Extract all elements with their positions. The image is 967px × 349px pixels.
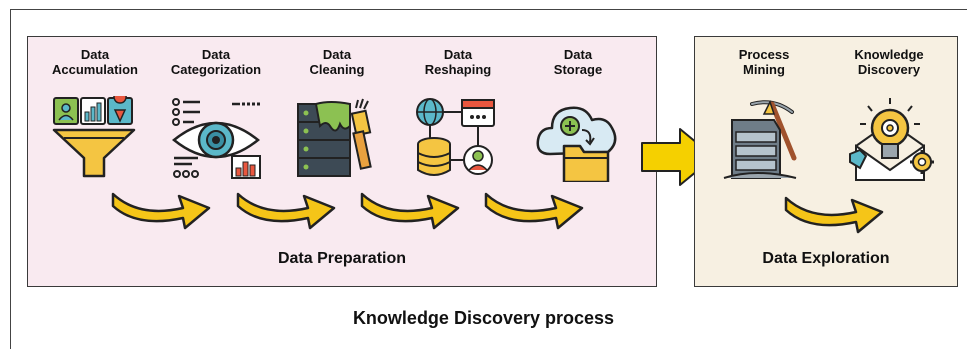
step-label-knowledge-discovery: Knowledge Discovery <box>854 47 924 77</box>
step-label-reshaping: Data Reshaping <box>424 47 492 77</box>
data-exploration-title: Data Exploration <box>762 250 890 267</box>
mining-server-icon <box>723 100 797 179</box>
curved-arrow-icon <box>484 192 584 230</box>
step-label-categorization: Data Categorization <box>170 47 262 77</box>
curved-arrow-icon <box>784 196 884 234</box>
database-network-icon <box>416 98 495 176</box>
outer-frame <box>10 9 967 349</box>
step-label-cleaning: Data Cleaning <box>309 47 365 77</box>
eye-icon <box>172 98 261 179</box>
cloud-folder-icon <box>536 106 617 182</box>
step-label-accumulation: Data Accumulation <box>52 47 138 77</box>
curved-arrow-icon <box>236 192 336 230</box>
funnel-icon <box>52 96 136 178</box>
server-brush-icon <box>297 98 372 177</box>
step-label-storage: Data Storage <box>553 47 603 77</box>
diagram-main-title: Knowledge Discovery process <box>352 308 615 328</box>
curved-arrow-icon <box>111 192 211 230</box>
step-label-process-mining: Process Mining <box>738 47 790 77</box>
data-preparation-title: Data Preparation <box>277 250 407 267</box>
curved-arrow-icon <box>360 192 460 230</box>
lightbulb-gear-icon <box>849 98 934 181</box>
